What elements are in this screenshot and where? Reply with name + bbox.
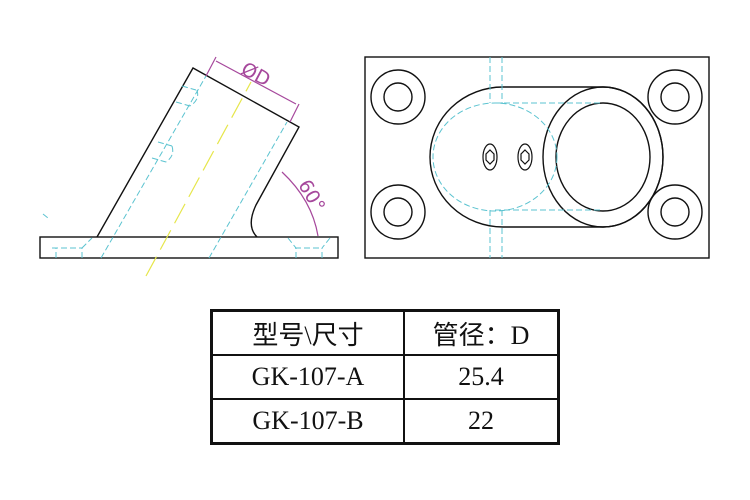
top-view	[364, 56, 710, 259]
dimensions	[205, 56, 319, 237]
angle-label: 60°	[293, 176, 329, 216]
model-cell: GK-107-A	[210, 354, 405, 400]
centerline	[145, 81, 252, 277]
model-cell: GK-107-B	[210, 398, 405, 445]
diameter-label: ØD	[237, 58, 273, 91]
technical-drawing: ØD 60°	[39, 56, 710, 277]
table-row: GK-107-A 25.4	[210, 354, 560, 400]
pipe-inner	[555, 102, 651, 212]
set-screw-holes	[482, 143, 533, 171]
hidden-lines	[42, 75, 331, 259]
diameter-cell: 22	[403, 398, 560, 445]
table-header-row: 型号\尺寸 管径：D	[210, 309, 560, 356]
top-view-frame	[364, 56, 710, 259]
diameter-cell: 25.4	[403, 354, 560, 400]
pipe-outer	[542, 86, 664, 228]
hidden-lines-top	[432, 57, 603, 258]
base-plate	[39, 236, 339, 259]
mounting-holes	[370, 69, 703, 240]
boss-outline	[429, 86, 664, 228]
table-row: GK-107-B 22	[210, 398, 560, 445]
model-size-table: 型号\尺寸 管径：D GK-107-A 25.4 GK-107-B 22	[210, 309, 560, 445]
side-view: ØD 60°	[39, 56, 339, 277]
header-pipe-diameter: 管径：D	[403, 309, 560, 356]
header-model-size: 型号\尺寸	[210, 309, 405, 356]
pipe-body	[96, 67, 300, 238]
